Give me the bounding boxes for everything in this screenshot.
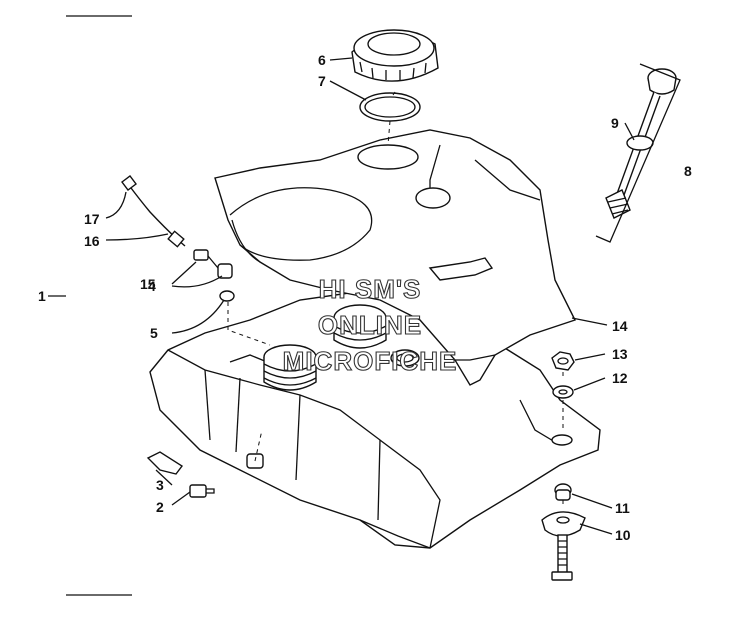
callout-8: 8: [684, 163, 692, 179]
callout-4: 4: [148, 278, 156, 294]
drain-plug: [189, 484, 215, 498]
tank-filler-neck: [263, 344, 317, 391]
cap-gasket-inner: [364, 96, 416, 118]
callout-14: 14: [612, 318, 628, 334]
lock-nut: [551, 351, 575, 371]
flat-washer: [552, 385, 574, 399]
watermark-line-2: ONLINE: [318, 310, 422, 340]
vent-hose: [121, 175, 186, 248]
callout-16: 16: [84, 233, 100, 249]
callout-15: 15: [140, 276, 156, 292]
callout-10: 10: [615, 527, 631, 543]
callout-11: 11: [615, 500, 630, 516]
tank-strap: [146, 451, 184, 475]
callout-13: 13: [612, 346, 628, 362]
callout-6: 6: [318, 52, 326, 68]
tank-secondary-neck: [333, 304, 387, 349]
callout-17: 17: [84, 211, 100, 227]
tank-cover-shroud: [214, 129, 576, 386]
callout-labels: 1 2 3 4 5 6 7 8 9 10 11 12 13 14 15 16 1…: [38, 52, 692, 543]
callout-3: 3: [156, 477, 164, 493]
callout-7: 7: [318, 73, 326, 89]
callout-bracket-8: [595, 63, 681, 243]
callout-12: 12: [612, 370, 628, 386]
callout-2: 2: [156, 499, 164, 515]
callout-9: 9: [611, 115, 619, 131]
watermark-line-1: HI SM'S: [319, 274, 422, 304]
rubber-mount: [541, 511, 586, 537]
tank-gauge-port: [390, 349, 420, 367]
vent-grommet: [219, 290, 235, 302]
mount-grommet: [554, 483, 572, 501]
callout-1: 1: [38, 288, 46, 304]
gas-cap: [351, 29, 439, 82]
callout-5: 5: [150, 325, 158, 341]
watermark: HI SM'S ONLINE MICROFICHE: [282, 273, 458, 376]
washer-hole: [558, 389, 568, 395]
mount-bolt: [551, 534, 573, 581]
leader-lines: [48, 57, 635, 535]
watermark-line-3: MICROFICHE: [283, 346, 458, 376]
vent-fitting: [193, 249, 233, 279]
gauge-o-ring: [626, 135, 654, 151]
